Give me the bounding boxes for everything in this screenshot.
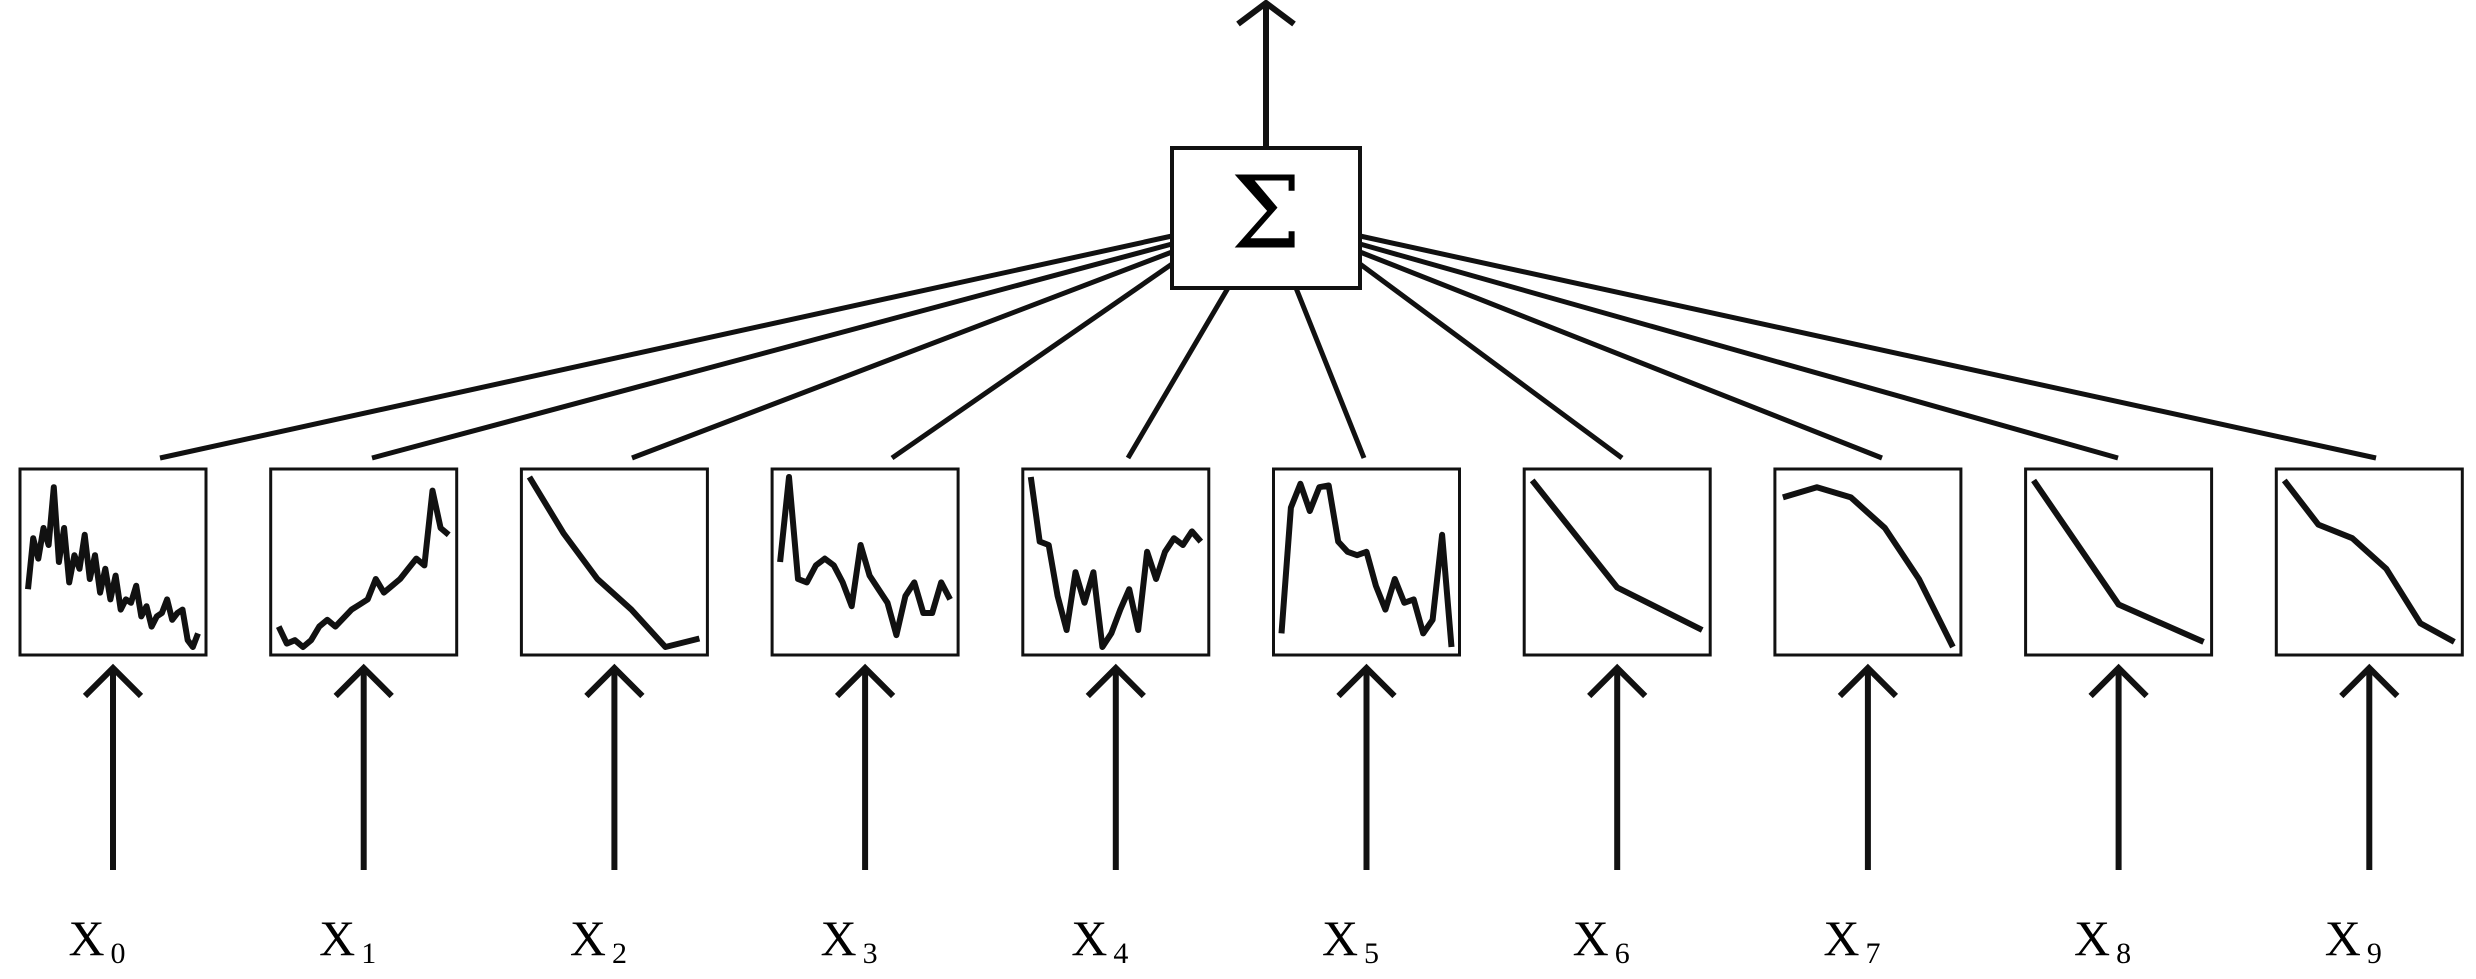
input-label-main: X [2325,910,2361,966]
shape-function-box-7 [1773,467,1963,657]
shape-function-curve-4 [1027,476,1204,650]
input-label-main: X [1322,910,1358,966]
input-arrow-head-3 [834,663,896,699]
input-arrow-head-4 [1085,663,1146,699]
shape-function-curve-8 [2031,478,2205,645]
input-label-main: X [570,910,606,966]
input-arrow-head-5 [1336,663,1397,699]
shape-function-box-0 [18,467,208,657]
sum-symbol: Σ [1231,155,1302,272]
shape-function-curve-2 [526,475,701,650]
input-label-subscript: 3 [863,937,878,970]
input-label-main: X [1573,910,1609,966]
input-label-subscript: 0 [111,937,126,970]
shape-function-box-8 [2024,467,2214,657]
input-arrow-head-1 [333,663,394,699]
input-label-subscript: 4 [1113,937,1128,970]
shape-function-curve-7 [1782,484,1956,649]
input-label-main: X [1071,910,1107,966]
connection-line-4 [1125,286,1231,460]
shape-function-curve-9 [2281,478,2456,645]
input-label-subscript: 5 [1364,937,1379,970]
shape-function-box-1 [269,467,459,657]
sum-node: Σ [1170,146,1362,290]
output-arrow [1236,0,1296,148]
shape-function-curve-3 [777,474,953,639]
output-arrow-head [1236,0,1296,27]
input-arrow-head-0 [82,663,144,699]
connection-line-9 [1359,233,2377,461]
shape-function-curve-6 [1529,478,1704,633]
connection-line-3 [890,261,1174,461]
connection-line-6 [1358,261,1624,461]
shape-function-curve-5 [1278,480,1455,648]
connection-line-2 [631,249,1173,461]
shape-function-curve-0 [25,484,201,650]
sum-box [1170,146,1362,290]
shape-function-box-6 [1522,467,1712,657]
input-arrow-head-9 [2339,663,2400,699]
connection-line-1 [371,241,1173,461]
input-label-subscript: 9 [2367,937,2382,970]
connection-line-7 [1359,249,1883,461]
input-label-main: X [821,910,857,966]
input-label-subscript: 6 [1615,937,1630,970]
connection-line-8 [1359,241,2119,461]
connection-line-0 [159,233,1173,461]
input-arrow-head-8 [2088,663,2149,699]
input-arrow-head-6 [1587,663,1648,699]
shape-function-box-9 [2274,467,2464,657]
shape-function-box-2 [519,467,709,657]
connection-line-5 [1293,287,1367,459]
connection-lines [159,233,2377,461]
input-label-main: X [2074,910,2110,966]
input-arrow-head-7 [1837,663,1899,699]
input-label-subscript: 1 [361,937,376,970]
input-label-main: X [1823,910,1859,966]
input-label-subscript: 2 [612,937,627,970]
shape-function-curve-1 [275,487,451,650]
input-label-main: X [68,910,104,966]
input-label-subscript: 7 [1865,937,1880,970]
input-arrow-head-2 [584,663,645,699]
input-label-subscript: 8 [2116,937,2131,970]
input-label-main: X [319,910,355,966]
